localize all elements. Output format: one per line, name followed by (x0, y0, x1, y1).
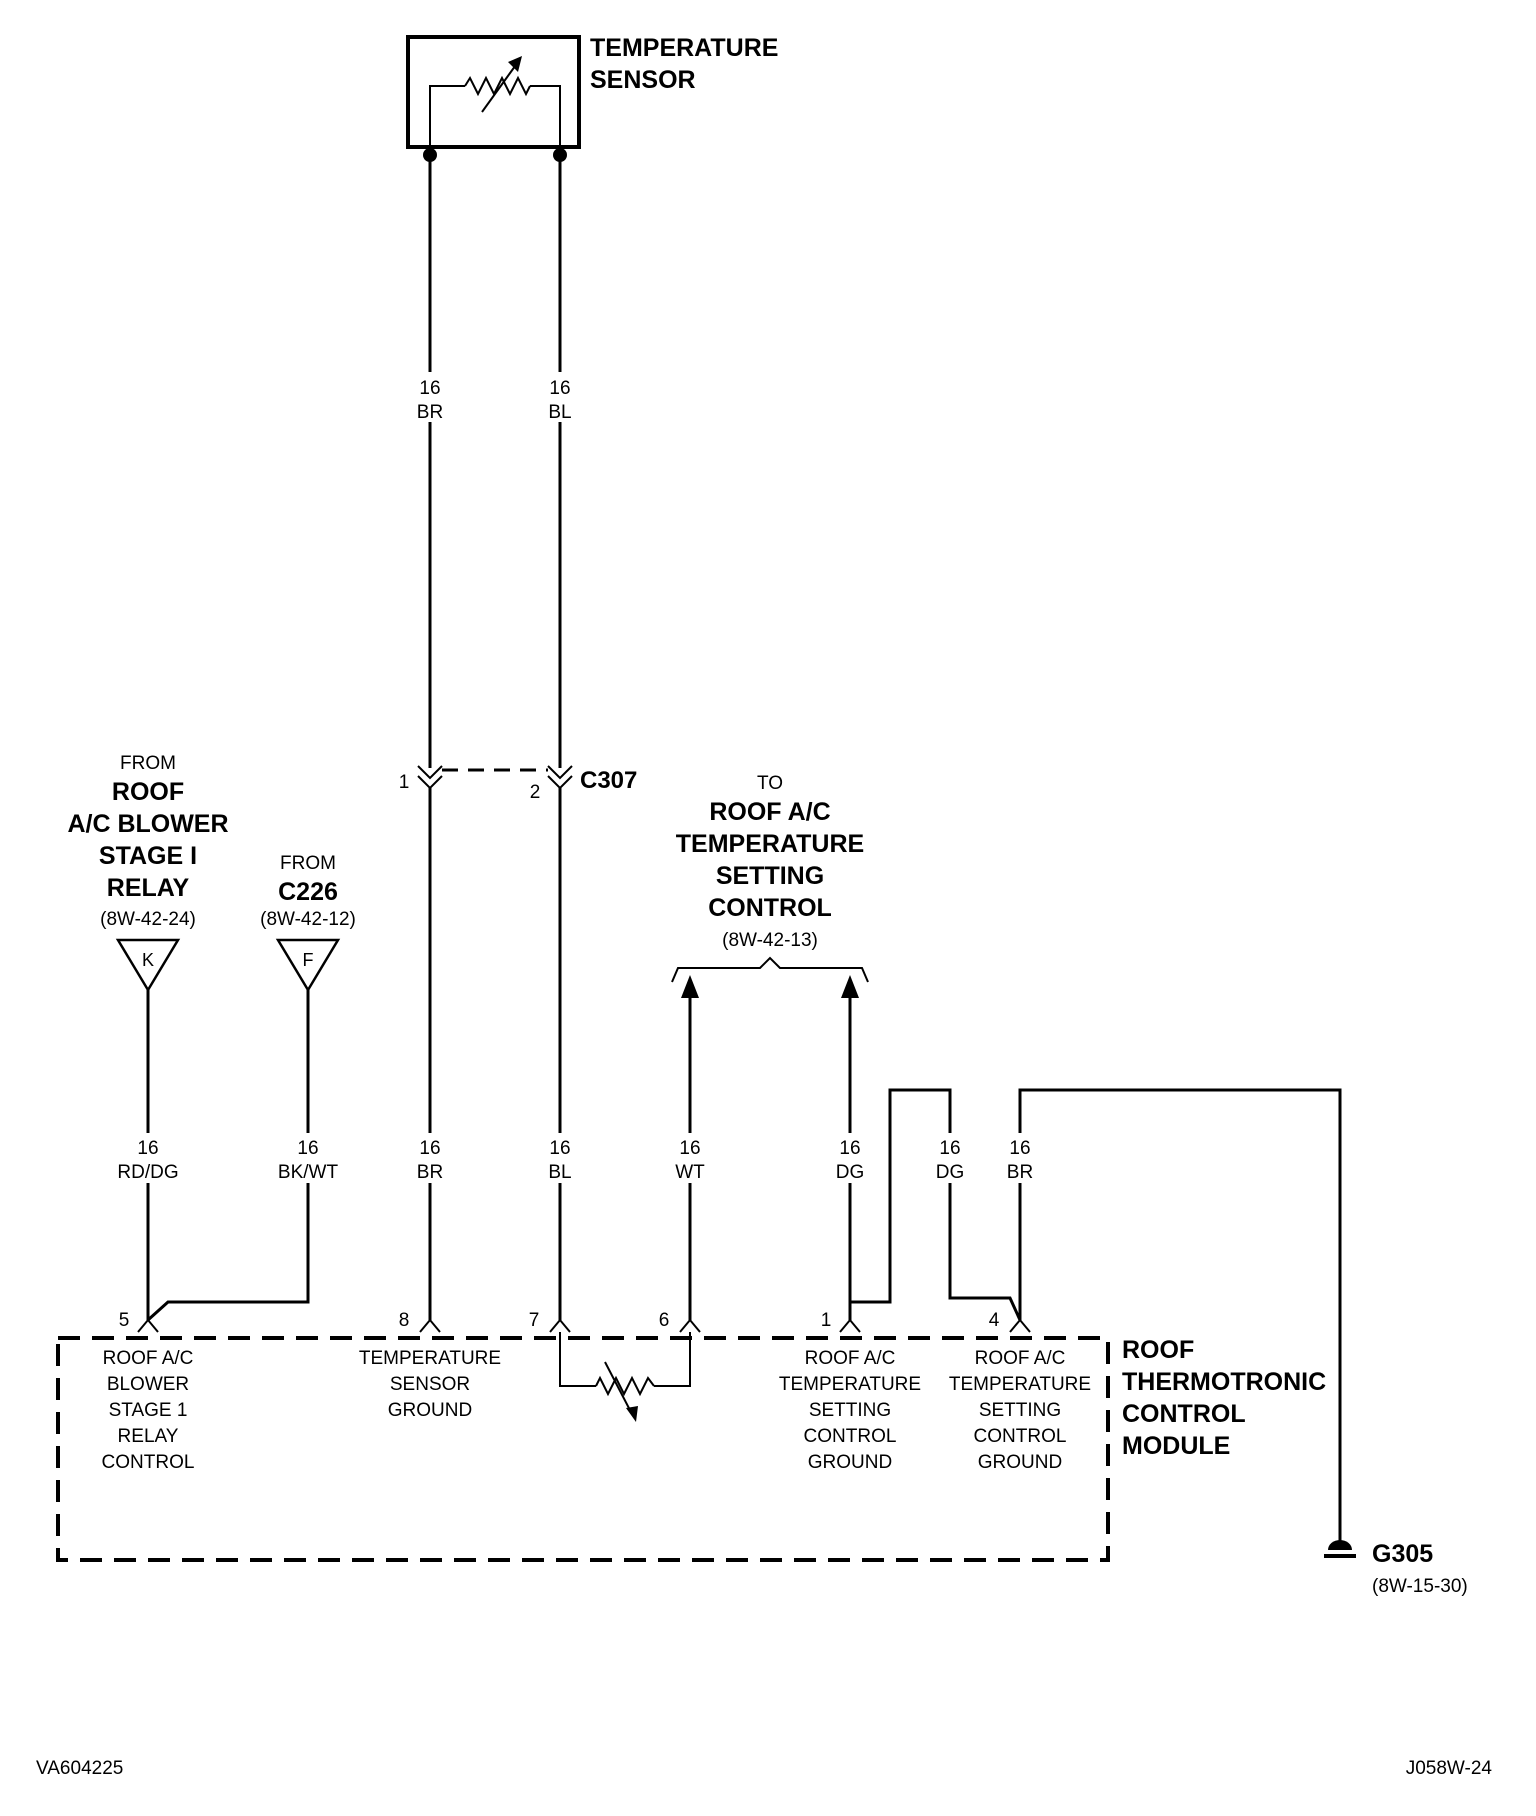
sensor-title-2: SENSOR (590, 66, 696, 94)
dg1-gauge: 16 (839, 1138, 860, 1159)
module-label-relay-control: ROOF A/C BLOWER STAGE 1 RELAY CONTROL (102, 1348, 195, 1473)
control-to: TO (757, 773, 783, 794)
pin-1: 1 (821, 1310, 832, 1331)
lower-br-gauge: 16 (419, 1138, 440, 1159)
svg-text:CONTROL: CONTROL (974, 1426, 1067, 1447)
upper-br-color: BR (417, 402, 443, 423)
c307-pin-2: 2 (530, 782, 541, 803)
relay-triangle (115, 938, 181, 993)
svg-text:BLOWER: BLOWER (107, 1374, 189, 1395)
c226-triangle (275, 938, 341, 993)
c226-from: FROM (280, 853, 336, 874)
br-ground-gauge: 16 (1009, 1138, 1030, 1159)
control-line2: TEMPERATURE (676, 830, 864, 858)
bk-wt-color: BK/WT (278, 1162, 339, 1183)
module-pin-chevrons (137, 1318, 1031, 1333)
module-title-4: MODULE (1122, 1432, 1230, 1460)
wire-br-ground (1018, 1088, 1342, 1548)
svg-text:SETTING: SETTING (979, 1400, 1061, 1421)
control-line3: SETTING (716, 862, 824, 890)
pin-7: 7 (529, 1310, 540, 1331)
svg-text:TEMPERATURE: TEMPERATURE (949, 1374, 1091, 1395)
wt-color: WT (675, 1162, 705, 1183)
upper-bl-gauge: 16 (549, 378, 570, 399)
module-title-3: CONTROL (1122, 1400, 1246, 1428)
temperature-sensor (406, 35, 581, 162)
relay-ref: (8W-42-24) (100, 909, 196, 930)
svg-text:GROUND: GROUND (388, 1400, 472, 1421)
dg1-color: DG (836, 1162, 865, 1183)
br-ground-color: BR (1007, 1162, 1033, 1183)
c307-name: C307 (580, 767, 637, 794)
c226-letter: F (303, 950, 314, 970)
c226-ref: (8W-42-12) (260, 909, 356, 930)
svg-text:TEMPERATURE: TEMPERATURE (779, 1374, 921, 1395)
module-title-2: THERMOTRONIC (1122, 1368, 1326, 1396)
module-label-setting-ground-a: ROOF A/C TEMPERATURE SETTING CONTROL GRO… (779, 1348, 921, 1473)
footer-right: J058W-24 (1406, 1758, 1493, 1779)
upper-bl-color: BL (548, 402, 571, 423)
lower-bl-gauge: 16 (549, 1138, 570, 1159)
footer-left: VA604225 (36, 1758, 123, 1779)
lower-bl-color: BL (548, 1162, 571, 1183)
module-label-setting-ground-b: ROOF A/C TEMPERATURE SETTING CONTROL GRO… (949, 1348, 1091, 1473)
pin-4: 4 (989, 1310, 1000, 1331)
svg-text:GROUND: GROUND (808, 1452, 892, 1473)
pin-8: 8 (399, 1310, 410, 1331)
ground-symbol (1324, 1540, 1356, 1558)
c307-pin-1: 1 (399, 772, 410, 793)
wire-dg2 (850, 1088, 1022, 1321)
module-title-1: ROOF (1122, 1336, 1194, 1364)
dg2-gauge: 16 (939, 1138, 960, 1159)
relay-line3: STAGE I (99, 842, 197, 870)
arrow-dg (841, 975, 859, 998)
svg-text:ROOF A/C: ROOF A/C (103, 1348, 194, 1369)
control-brace (671, 956, 869, 983)
bk-wt-gauge: 16 (297, 1138, 318, 1159)
svg-text:ROOF A/C: ROOF A/C (805, 1348, 896, 1369)
control-line1: ROOF A/C (709, 798, 830, 826)
relay-line4: RELAY (107, 874, 190, 902)
internal-variable-resistor (559, 1332, 691, 1422)
connector-c307 (417, 765, 573, 790)
svg-text:CONTROL: CONTROL (102, 1452, 195, 1473)
svg-text:RELAY: RELAY (118, 1426, 179, 1447)
module-outline (56, 1336, 1110, 1562)
sensor-title-1: TEMPERATURE (590, 34, 778, 62)
ground-ref: (8W-15-30) (1372, 1576, 1468, 1597)
module-label-sensor-ground: TEMPERATURE SENSOR GROUND (359, 1348, 501, 1421)
upper-br-gauge: 16 (419, 378, 440, 399)
ground-name: G305 (1372, 1540, 1433, 1568)
relay-line2: A/C BLOWER (67, 810, 228, 838)
relay-letter: K (142, 950, 154, 970)
svg-text:GROUND: GROUND (978, 1452, 1062, 1473)
pin-5: 5 (119, 1310, 130, 1331)
control-line4: CONTROL (708, 894, 832, 922)
svg-text:ROOF A/C: ROOF A/C (975, 1348, 1066, 1369)
svg-text:SENSOR: SENSOR (390, 1374, 470, 1395)
arrow-wt (681, 975, 699, 998)
svg-text:STAGE 1: STAGE 1 (109, 1400, 188, 1421)
dg2-color: DG (936, 1162, 965, 1183)
relay-line1: ROOF (112, 778, 184, 806)
svg-text:CONTROL: CONTROL (804, 1426, 897, 1447)
control-ref: (8W-42-13) (722, 930, 818, 951)
wt-gauge: 16 (679, 1138, 700, 1159)
relay-from: FROM (120, 753, 176, 774)
svg-text:SETTING: SETTING (809, 1400, 891, 1421)
pin-6: 6 (659, 1310, 670, 1331)
variable-resistor-arrow (481, 61, 519, 113)
rd-dg-gauge: 16 (137, 1138, 158, 1159)
lower-br-color: BR (417, 1162, 443, 1183)
rd-dg-color: RD/DG (117, 1162, 178, 1183)
svg-text:TEMPERATURE: TEMPERATURE (359, 1348, 501, 1369)
c226-name: C226 (278, 878, 338, 906)
